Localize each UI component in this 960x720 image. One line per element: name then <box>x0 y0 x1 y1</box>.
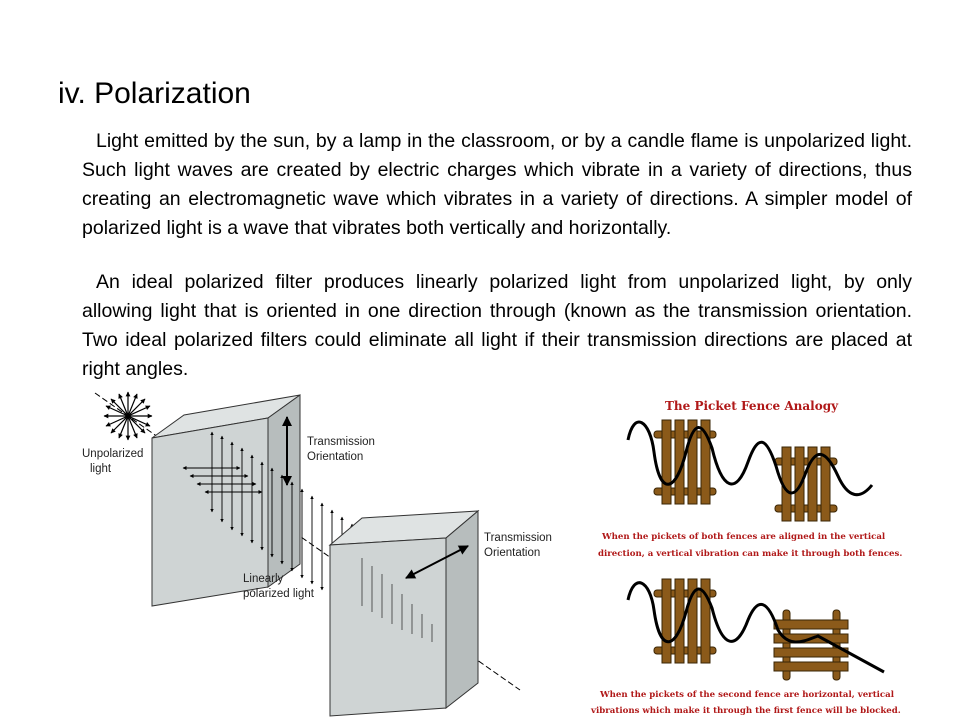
fence-3-vertical <box>653 578 717 664</box>
polarizer-diagram: Unpolarized light Transmission Orientati… <box>82 391 552 717</box>
unpolarized-label-1: Unpolarized <box>82 448 143 460</box>
picket-fence-caption-2a: When the pickets of the second fence are… <box>599 690 895 700</box>
picket-fence-caption-1b: direction, a vertical vibration can make… <box>598 549 902 559</box>
rope-wave-bottom <box>626 581 885 674</box>
transmission-label-1b: Orientation <box>307 451 363 463</box>
paragraph-polarized-filter: An ideal polarized filter produces linea… <box>82 268 912 384</box>
second-polarizer-block <box>328 509 480 717</box>
linear-wave-arrows <box>210 431 354 605</box>
transmission-label-2b: Orientation <box>484 547 540 559</box>
picket-fence-caption-1a: When the pickets of both fences are alig… <box>601 532 886 542</box>
unpolarized-starburst-icon <box>103 391 153 441</box>
picket-fence-analogy: The Picket Fence Analogy When the picket… <box>590 399 902 716</box>
transmission-arrow-2 <box>405 545 469 579</box>
blocked-wave-arrows <box>361 558 433 642</box>
transmission-label-1a: Transmission <box>307 436 375 448</box>
transmission-label-2a: Transmission <box>484 532 552 544</box>
picket-fence-title: The Picket Fence Analogy <box>665 399 839 413</box>
fence-1-vertical <box>653 419 717 505</box>
rope-wave-top <box>626 420 874 497</box>
paragraph-unpolarized: Light emitted by the sun, by a lamp in t… <box>82 127 912 243</box>
slide-title: iv. Polarization <box>58 77 251 110</box>
linear-label-2: polarized light <box>243 588 315 600</box>
paragraph-unpolarized-text: Light emitted by the sun, by a lamp in t… <box>82 130 912 239</box>
picket-fence-caption-2b: vibrations which make it through the fir… <box>590 706 901 716</box>
paragraph-polarized-filter-text: An ideal polarized filter produces linea… <box>82 271 912 380</box>
linear-label-1: Linearly <box>243 573 284 585</box>
unpolarized-label-2: light <box>90 463 112 475</box>
